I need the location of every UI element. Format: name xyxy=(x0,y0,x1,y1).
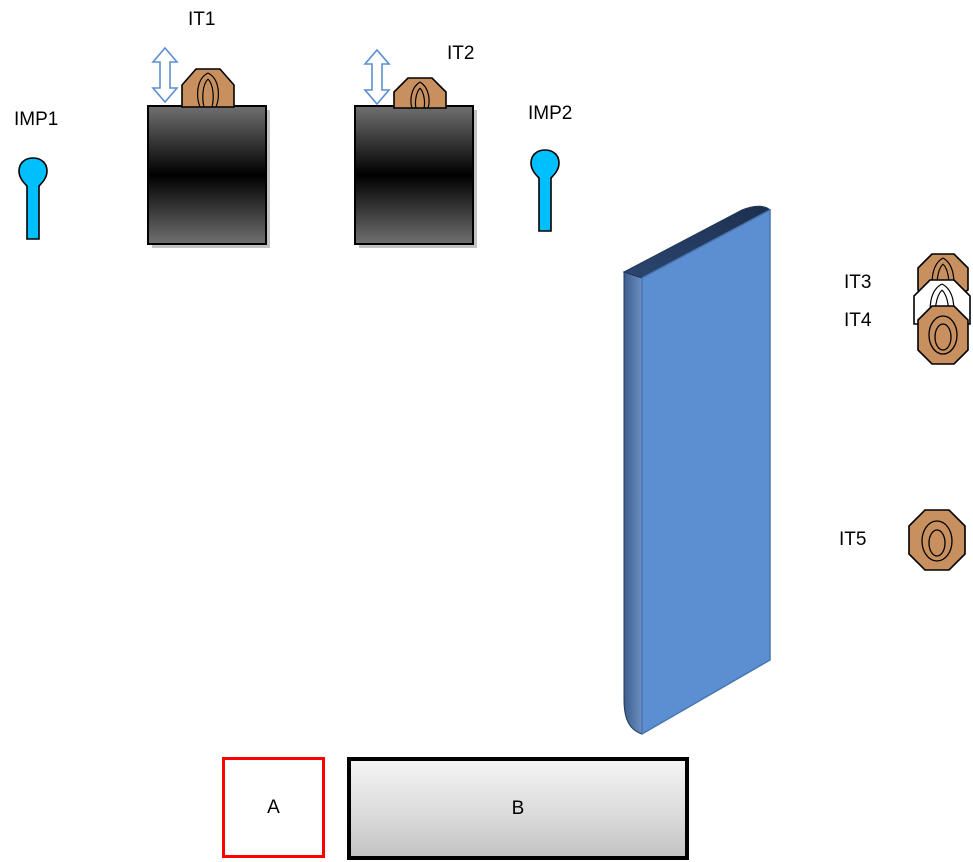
dark-block-1 xyxy=(147,105,270,248)
bolt-it2-icon xyxy=(393,77,447,109)
box-a: A xyxy=(222,757,325,858)
bolt-it1-icon xyxy=(181,68,235,108)
box-b: B xyxy=(347,757,689,860)
box-a-label: A xyxy=(267,796,280,818)
bolt-it4-icon xyxy=(917,305,969,365)
probe-imp2-icon xyxy=(530,149,560,232)
label-it5: IT5 xyxy=(839,529,867,550)
box-b-label: B xyxy=(511,797,525,819)
label-it3: IT3 xyxy=(844,272,872,293)
vertical-double-arrow-icon xyxy=(151,46,179,104)
label-it4: IT4 xyxy=(844,310,872,331)
bolt-it5-icon xyxy=(908,509,966,571)
blue-panel xyxy=(622,205,771,736)
label-it1: IT1 xyxy=(188,9,216,30)
dark-block-2 xyxy=(354,105,477,248)
label-imp2: IMP2 xyxy=(528,103,573,124)
label-imp1: IMP1 xyxy=(14,109,59,130)
vertical-double-arrow-icon xyxy=(363,48,391,106)
probe-imp1-icon xyxy=(18,157,48,240)
label-it2: IT2 xyxy=(447,43,475,64)
